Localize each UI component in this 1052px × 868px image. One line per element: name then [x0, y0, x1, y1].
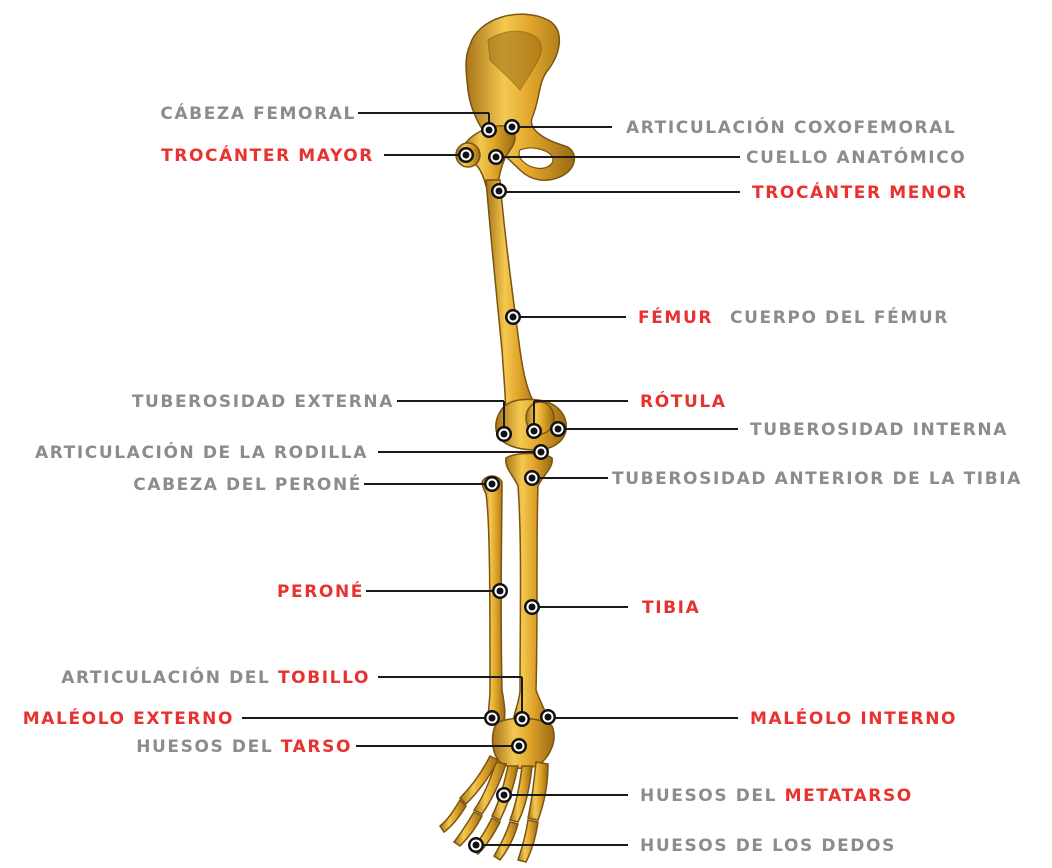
marker-dot [533, 444, 549, 460]
marker-dot [504, 119, 520, 135]
phalanges-5 [440, 800, 466, 832]
label-rotula: RÓTULA [640, 390, 727, 412]
label-tibia: TIBIA [642, 598, 700, 618]
marker-dot [468, 837, 484, 853]
label-articulacion-rodilla: ARTICULACIÓN DE LA RODILLA [35, 441, 368, 463]
label-tuberosidad-interna: TUBEROSIDAD INTERNA [750, 420, 1008, 440]
label-cuerpo-del-femur: CUERPO DEL FÉMUR [730, 306, 949, 328]
marker-dot [492, 583, 508, 599]
marker-dot [524, 470, 540, 486]
tibia-bone [506, 454, 552, 727]
phalanges-1 [518, 820, 538, 862]
marker-dot [514, 711, 530, 727]
label-huesos-de-los-dedos: HUESOS DE LOS DEDOS [640, 836, 896, 856]
marker-dot [526, 423, 542, 439]
femur-shaft [486, 180, 540, 420]
marker-dot [496, 787, 512, 803]
marker-dot [458, 147, 474, 163]
label-trocanter-menor: TROCÁNTER MENOR [752, 181, 968, 203]
label-perone: PERONÉ [277, 580, 364, 602]
label-huesos-del-metatarso: HUESOS DEL METATARSO [640, 786, 913, 806]
label-femur: FÉMUR [638, 306, 713, 328]
marker-dot [524, 599, 540, 615]
label-articulacion-tobillo: ARTICULACIÓN DEL TOBILLO [61, 666, 370, 688]
label-tuberosidad-externa: TUBEROSIDAD EXTERNA [132, 392, 394, 412]
marker-dot [484, 710, 500, 726]
label-tarso: TARSO [281, 737, 352, 757]
marker-dot [540, 709, 556, 725]
label-cuello-anatomico: CUELLO ANATÓMICO [746, 146, 966, 168]
label-huesos-del-1: HUESOS DEL [136, 737, 281, 757]
label-cabeza-perone: CABEZA DEL PERONÉ [133, 473, 362, 495]
label-maleolo-externo: MALÉOLO EXTERNO [23, 707, 234, 729]
label-tuberosidad-anterior-tibia: TUBEROSIDAD ANTERIOR DE LA TIBIA [612, 469, 1022, 489]
marker-dot [550, 421, 566, 437]
marker-dot [511, 738, 527, 754]
marker-dot [491, 183, 507, 199]
marker-dot [488, 149, 504, 165]
label-metatarso: METATARSO [785, 786, 913, 806]
marker-dot [484, 476, 500, 492]
label-articulacion-coxofemoral: ARTICULACIÓN COXOFEMORAL [626, 116, 956, 138]
label-trocanter-mayor: TROCÁNTER MAYOR [161, 144, 374, 166]
marker-dot [496, 426, 512, 442]
marker-dot [481, 122, 497, 138]
label-articulacion-del: ARTICULACIÓN DEL [61, 666, 278, 688]
label-huesos-del-tarso: HUESOS DEL TARSO [136, 737, 352, 757]
label-huesos-del-2: HUESOS DEL [640, 786, 785, 806]
label-maleolo-interno: MALÉOLO INTERNO [750, 707, 957, 729]
label-tobillo: TOBILLO [278, 668, 370, 688]
marker-dot [505, 309, 521, 325]
label-cabeza-femoral: CÁBEZA FEMORAL [160, 102, 356, 124]
fibula-bone [482, 476, 505, 722]
